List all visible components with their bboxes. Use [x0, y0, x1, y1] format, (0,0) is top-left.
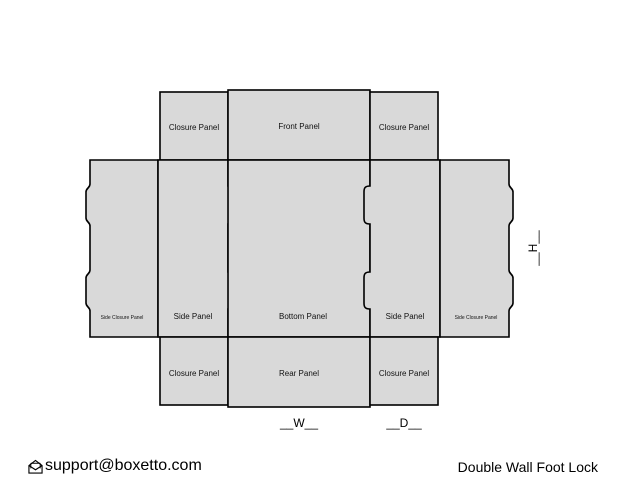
- product-title: Double Wall Foot Lock: [457, 459, 598, 475]
- bottom-panel: [227, 159, 371, 338]
- closure-panel-top-left: [159, 91, 229, 161]
- height-dimension-label: __H__: [526, 230, 540, 267]
- closure-panel-bottom-right-label: Closure Panel: [379, 369, 429, 378]
- side-panel-right: [363, 159, 441, 338]
- side-panel-left-label: Side Panel: [174, 312, 213, 321]
- side-closure-panel-right: [439, 159, 514, 338]
- bottom-panel-label: Bottom Panel: [279, 312, 327, 321]
- side-closure-panel-left: [85, 159, 159, 338]
- side-closure-panel-right-label: Side Closure Panel: [455, 315, 498, 321]
- side-panel-left: [157, 159, 235, 338]
- closure-panel-bottom-right: [369, 336, 439, 406]
- depth-dimension-label: __D__: [385, 416, 422, 430]
- support-email-text: support@boxetto.com: [45, 457, 202, 474]
- front-panel: [227, 89, 371, 161]
- closure-panel-top-right-label: Closure Panel: [379, 123, 429, 132]
- width-dimension-label: __W__: [279, 416, 318, 430]
- rear-panel: [227, 336, 371, 408]
- envelope-icon: [28, 459, 43, 474]
- closure-panel-bottom-left-label: Closure Panel: [169, 369, 219, 378]
- side-closure-panel-left-label: Side Closure Panel: [101, 315, 144, 321]
- side-panel-right-label: Side Panel: [386, 312, 425, 321]
- closure-panel-top-left-label: Closure Panel: [169, 123, 219, 132]
- rear-panel-label: Rear Panel: [279, 369, 319, 378]
- front-panel-label: Front Panel: [278, 122, 320, 131]
- support-email[interactable]: support@boxetto.com: [28, 457, 202, 475]
